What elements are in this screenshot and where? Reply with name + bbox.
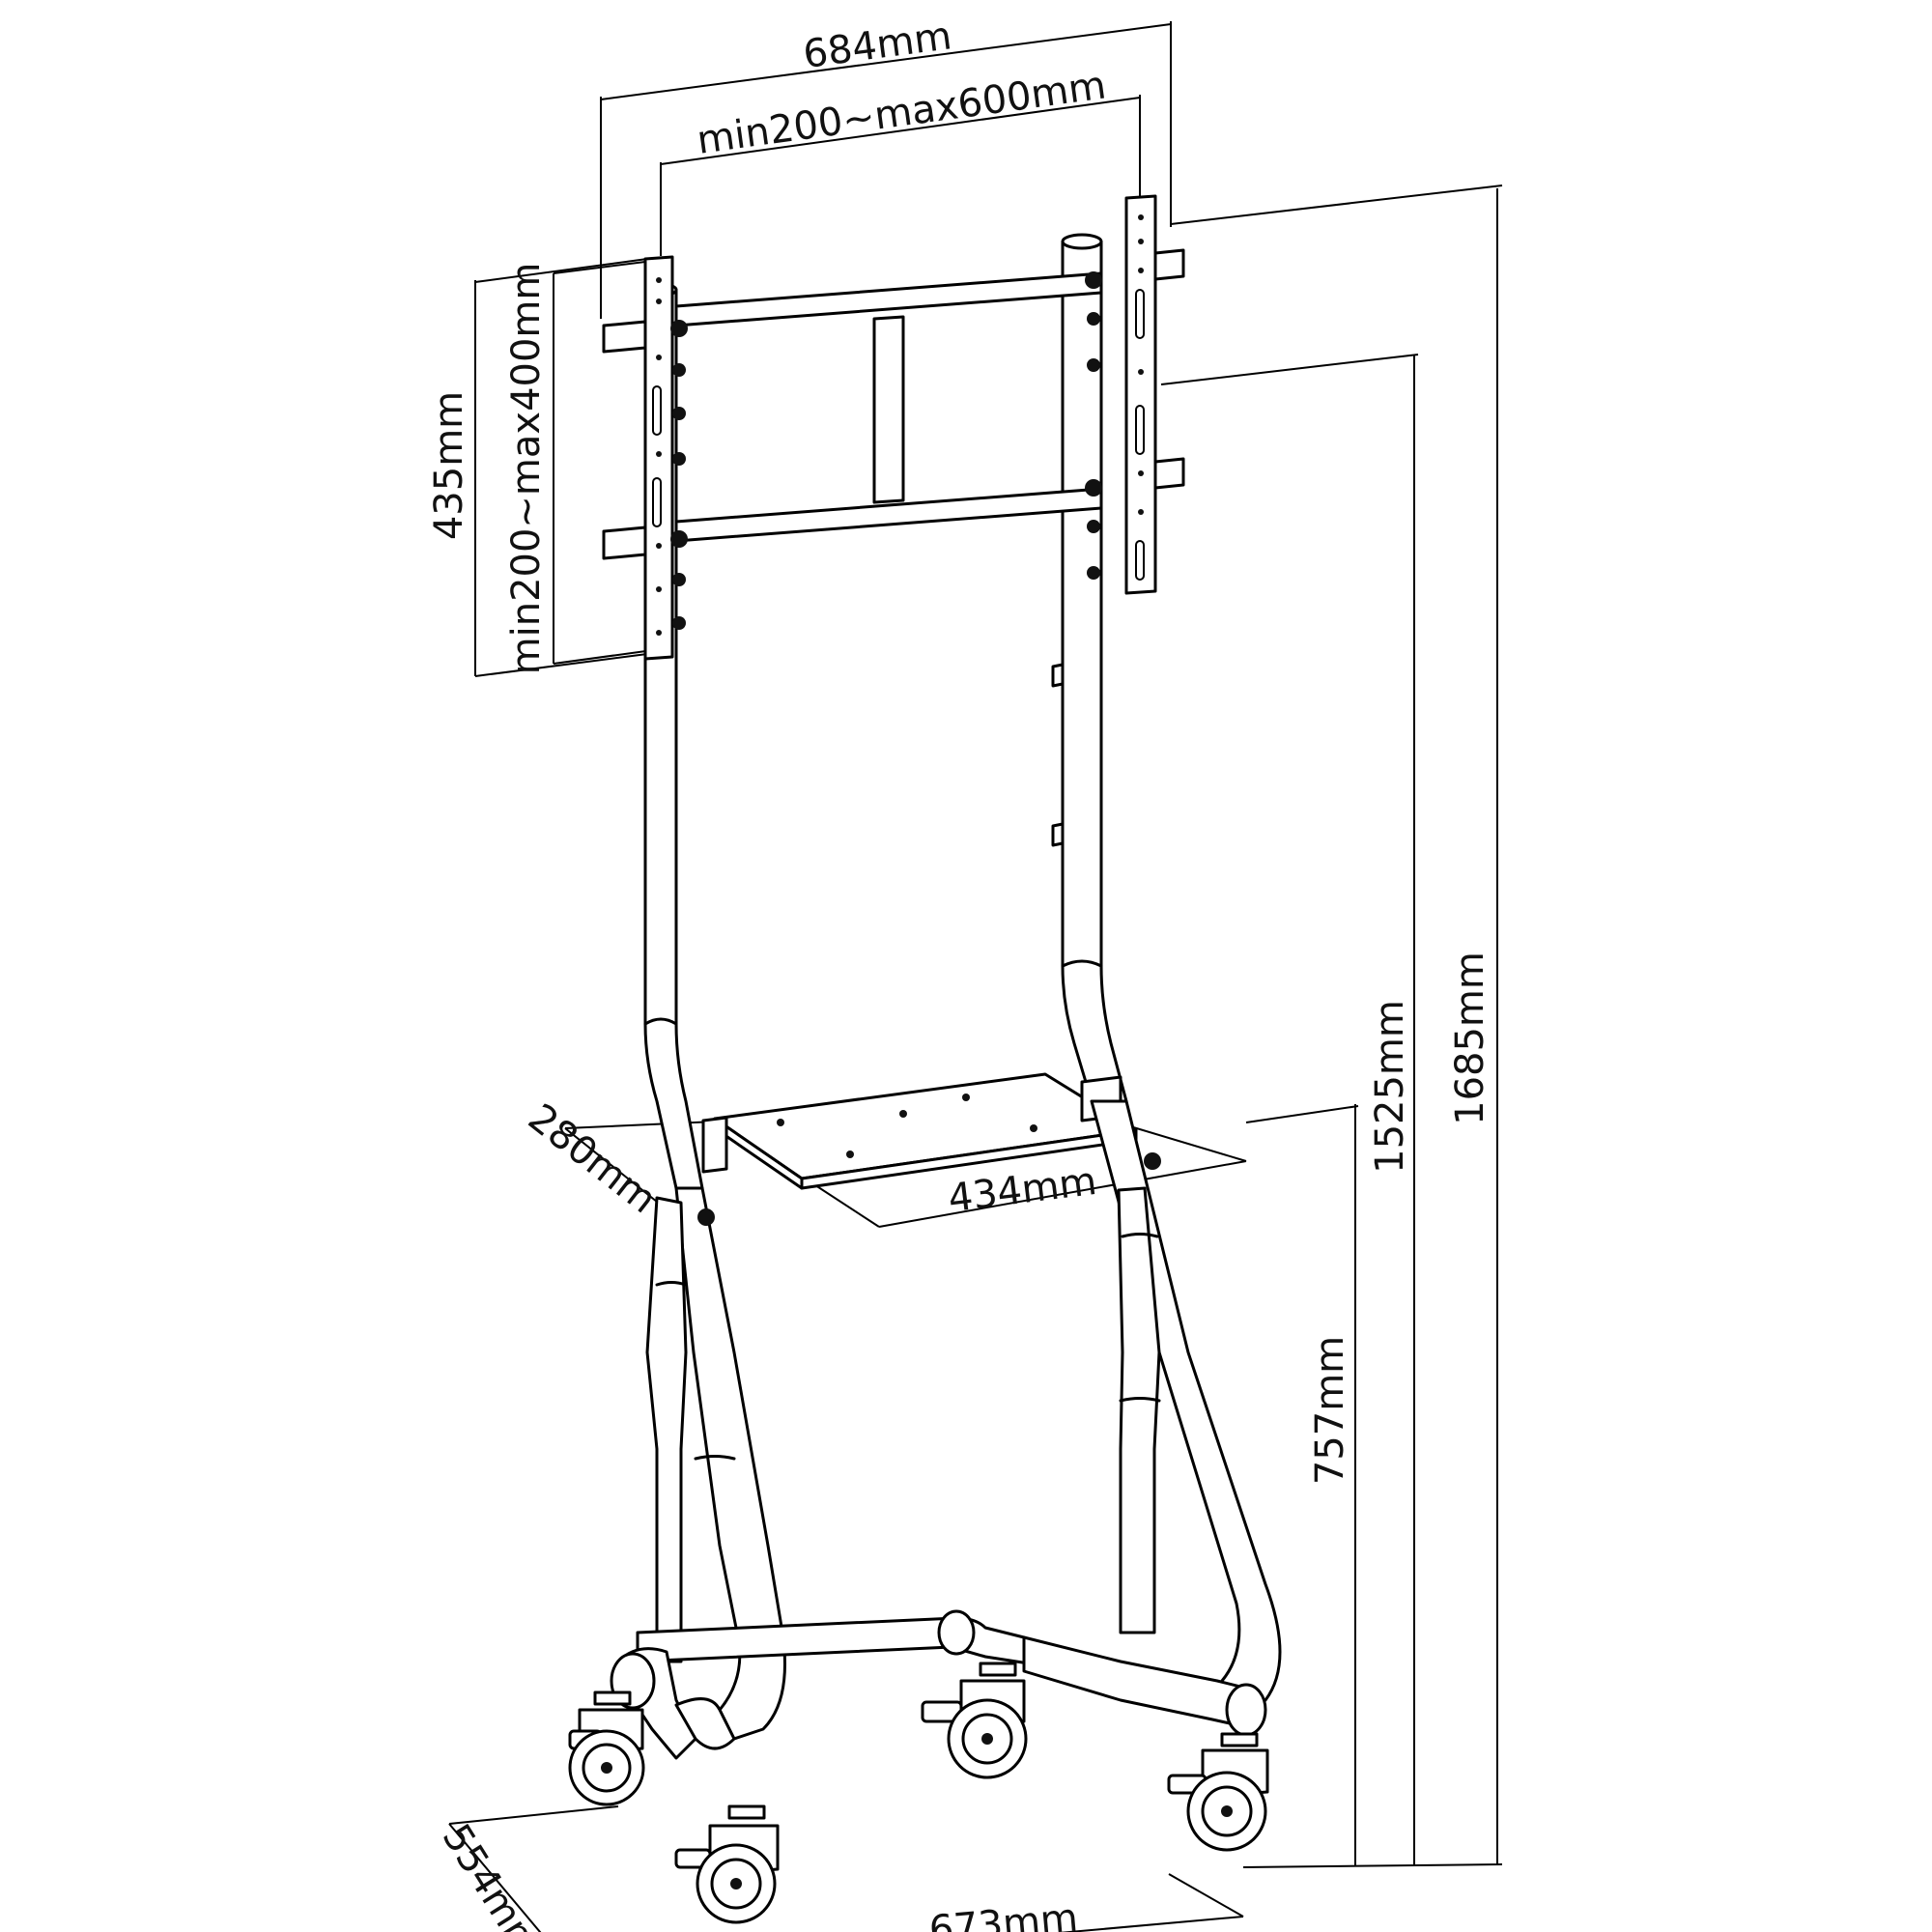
label-shelf-depth: 280mm [520, 1095, 665, 1222]
caster-front-left [674, 1804, 780, 1924]
label-max-center-height: 1525mm [1368, 1000, 1412, 1174]
label-shelf-width: 434mm [946, 1159, 1099, 1221]
dimension-lines [448, 21, 1503, 1932]
label-overall-width: 684mm [801, 14, 954, 77]
equipment-shelf [701, 1072, 1138, 1190]
label-base-depth: 554mm [434, 1817, 551, 1932]
label-bracket-height: 435mm [427, 391, 471, 540]
label-total-height: 1685mm [1448, 952, 1492, 1125]
cable-clips [1051, 663, 1065, 847]
base-frame [610, 1609, 1267, 1760]
label-shelf-height: 757mm [1308, 1336, 1352, 1485]
vesa-bracket [602, 194, 1185, 661]
caster-rear-right [921, 1662, 1028, 1779]
label-base-width: 673mm [927, 1895, 1080, 1932]
caster-front-right [1167, 1732, 1269, 1852]
label-vesa-vertical: min200~max400mm [504, 263, 549, 675]
caster-rear-left [568, 1690, 645, 1806]
